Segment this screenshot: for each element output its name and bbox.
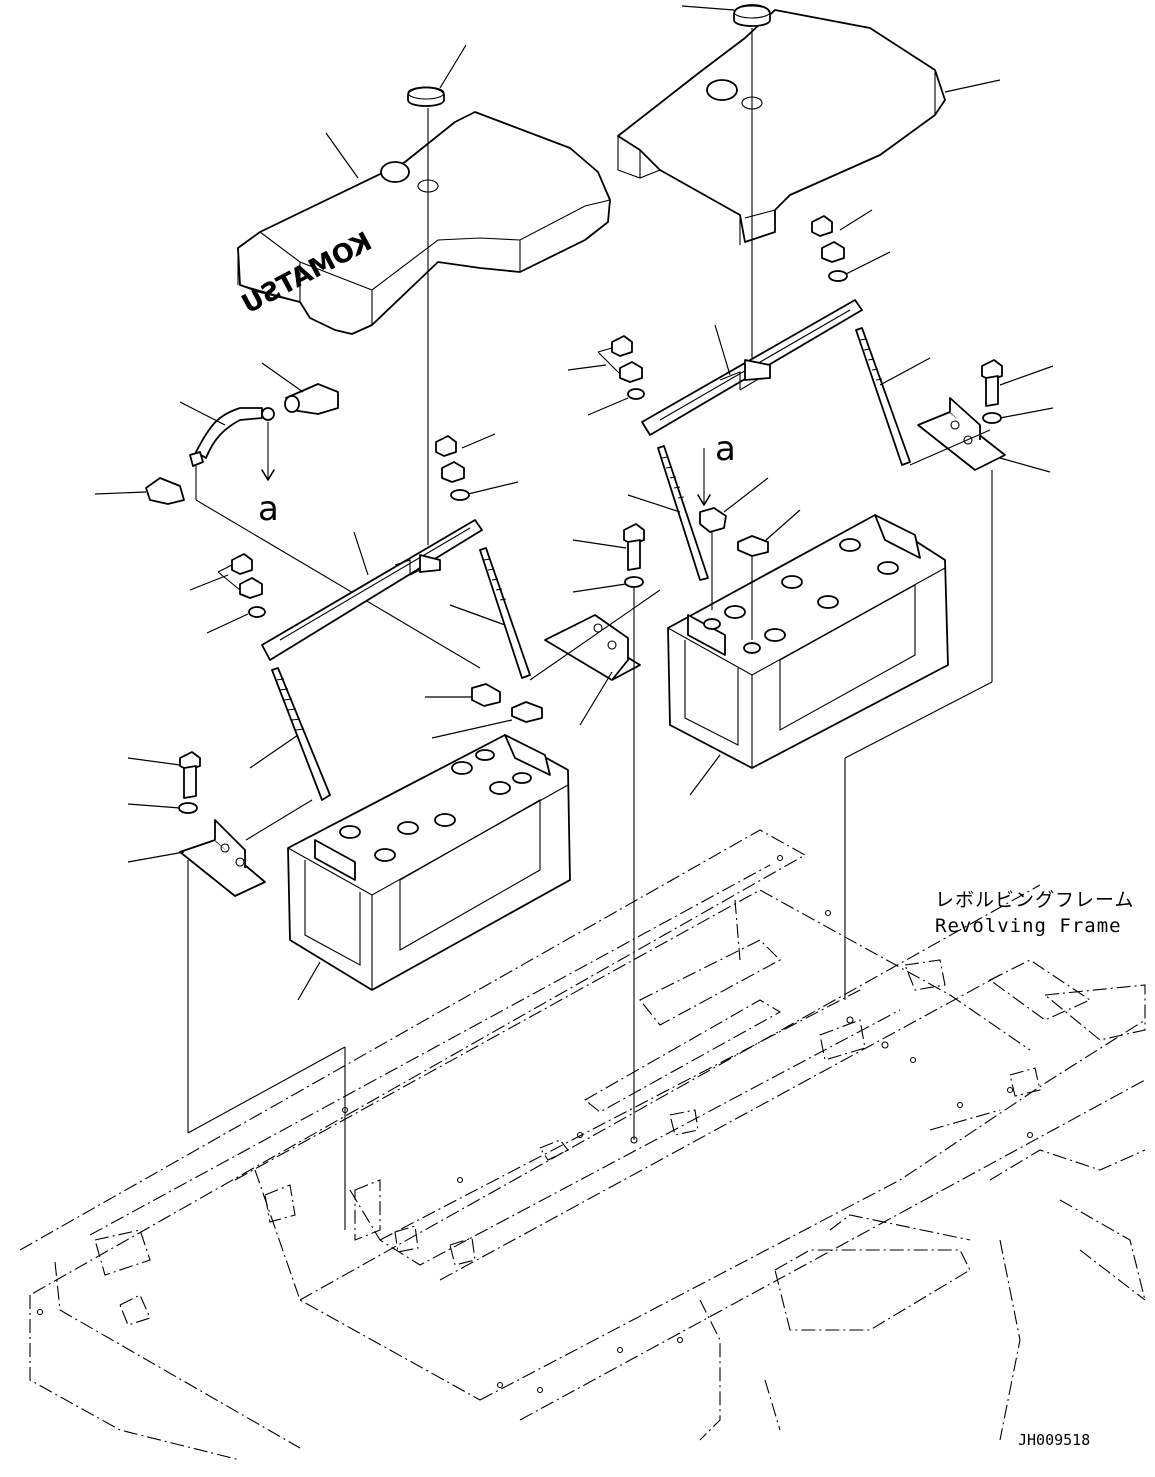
view-marker-right: a xyxy=(697,429,736,506)
left-cap xyxy=(407,44,467,545)
right-nuts-2 xyxy=(811,209,891,282)
left-hold-bar xyxy=(261,519,483,661)
jumper-cable: a xyxy=(179,401,481,669)
right-bolt xyxy=(981,359,1054,424)
left-nuts xyxy=(189,553,266,634)
frame-label-en: Revolving Frame xyxy=(935,915,1122,937)
left-nuts-2 xyxy=(435,433,519,501)
left-battery-cover: KOMATSU xyxy=(237,111,611,335)
right-hold-bar xyxy=(641,299,863,436)
right-battery-cover xyxy=(617,9,946,245)
right-cap xyxy=(681,4,771,380)
left-bolt xyxy=(127,751,201,814)
right-bracket xyxy=(917,397,1051,473)
right-nuts xyxy=(567,335,645,416)
drawing-code: JH009518 xyxy=(1018,1431,1090,1449)
left-battery xyxy=(287,734,571,1001)
left-terminal-clamps xyxy=(425,683,543,739)
frame-label-jp: レボルビングフレーム xyxy=(935,889,1134,911)
terminal-cap-left xyxy=(94,477,185,505)
right-battery xyxy=(667,514,949,796)
terminal-cap-top xyxy=(261,362,339,415)
left-bracket xyxy=(127,819,266,897)
revolving-frame xyxy=(19,829,1146,1461)
view-marker-a-left: a xyxy=(258,489,279,529)
left-hold-rods xyxy=(249,547,531,801)
center-bracket xyxy=(544,614,641,726)
view-marker-a-right: a xyxy=(715,429,736,469)
center-bolt xyxy=(572,523,645,593)
right-terminal-clamps xyxy=(699,477,801,640)
right-hold-rods xyxy=(627,327,931,581)
